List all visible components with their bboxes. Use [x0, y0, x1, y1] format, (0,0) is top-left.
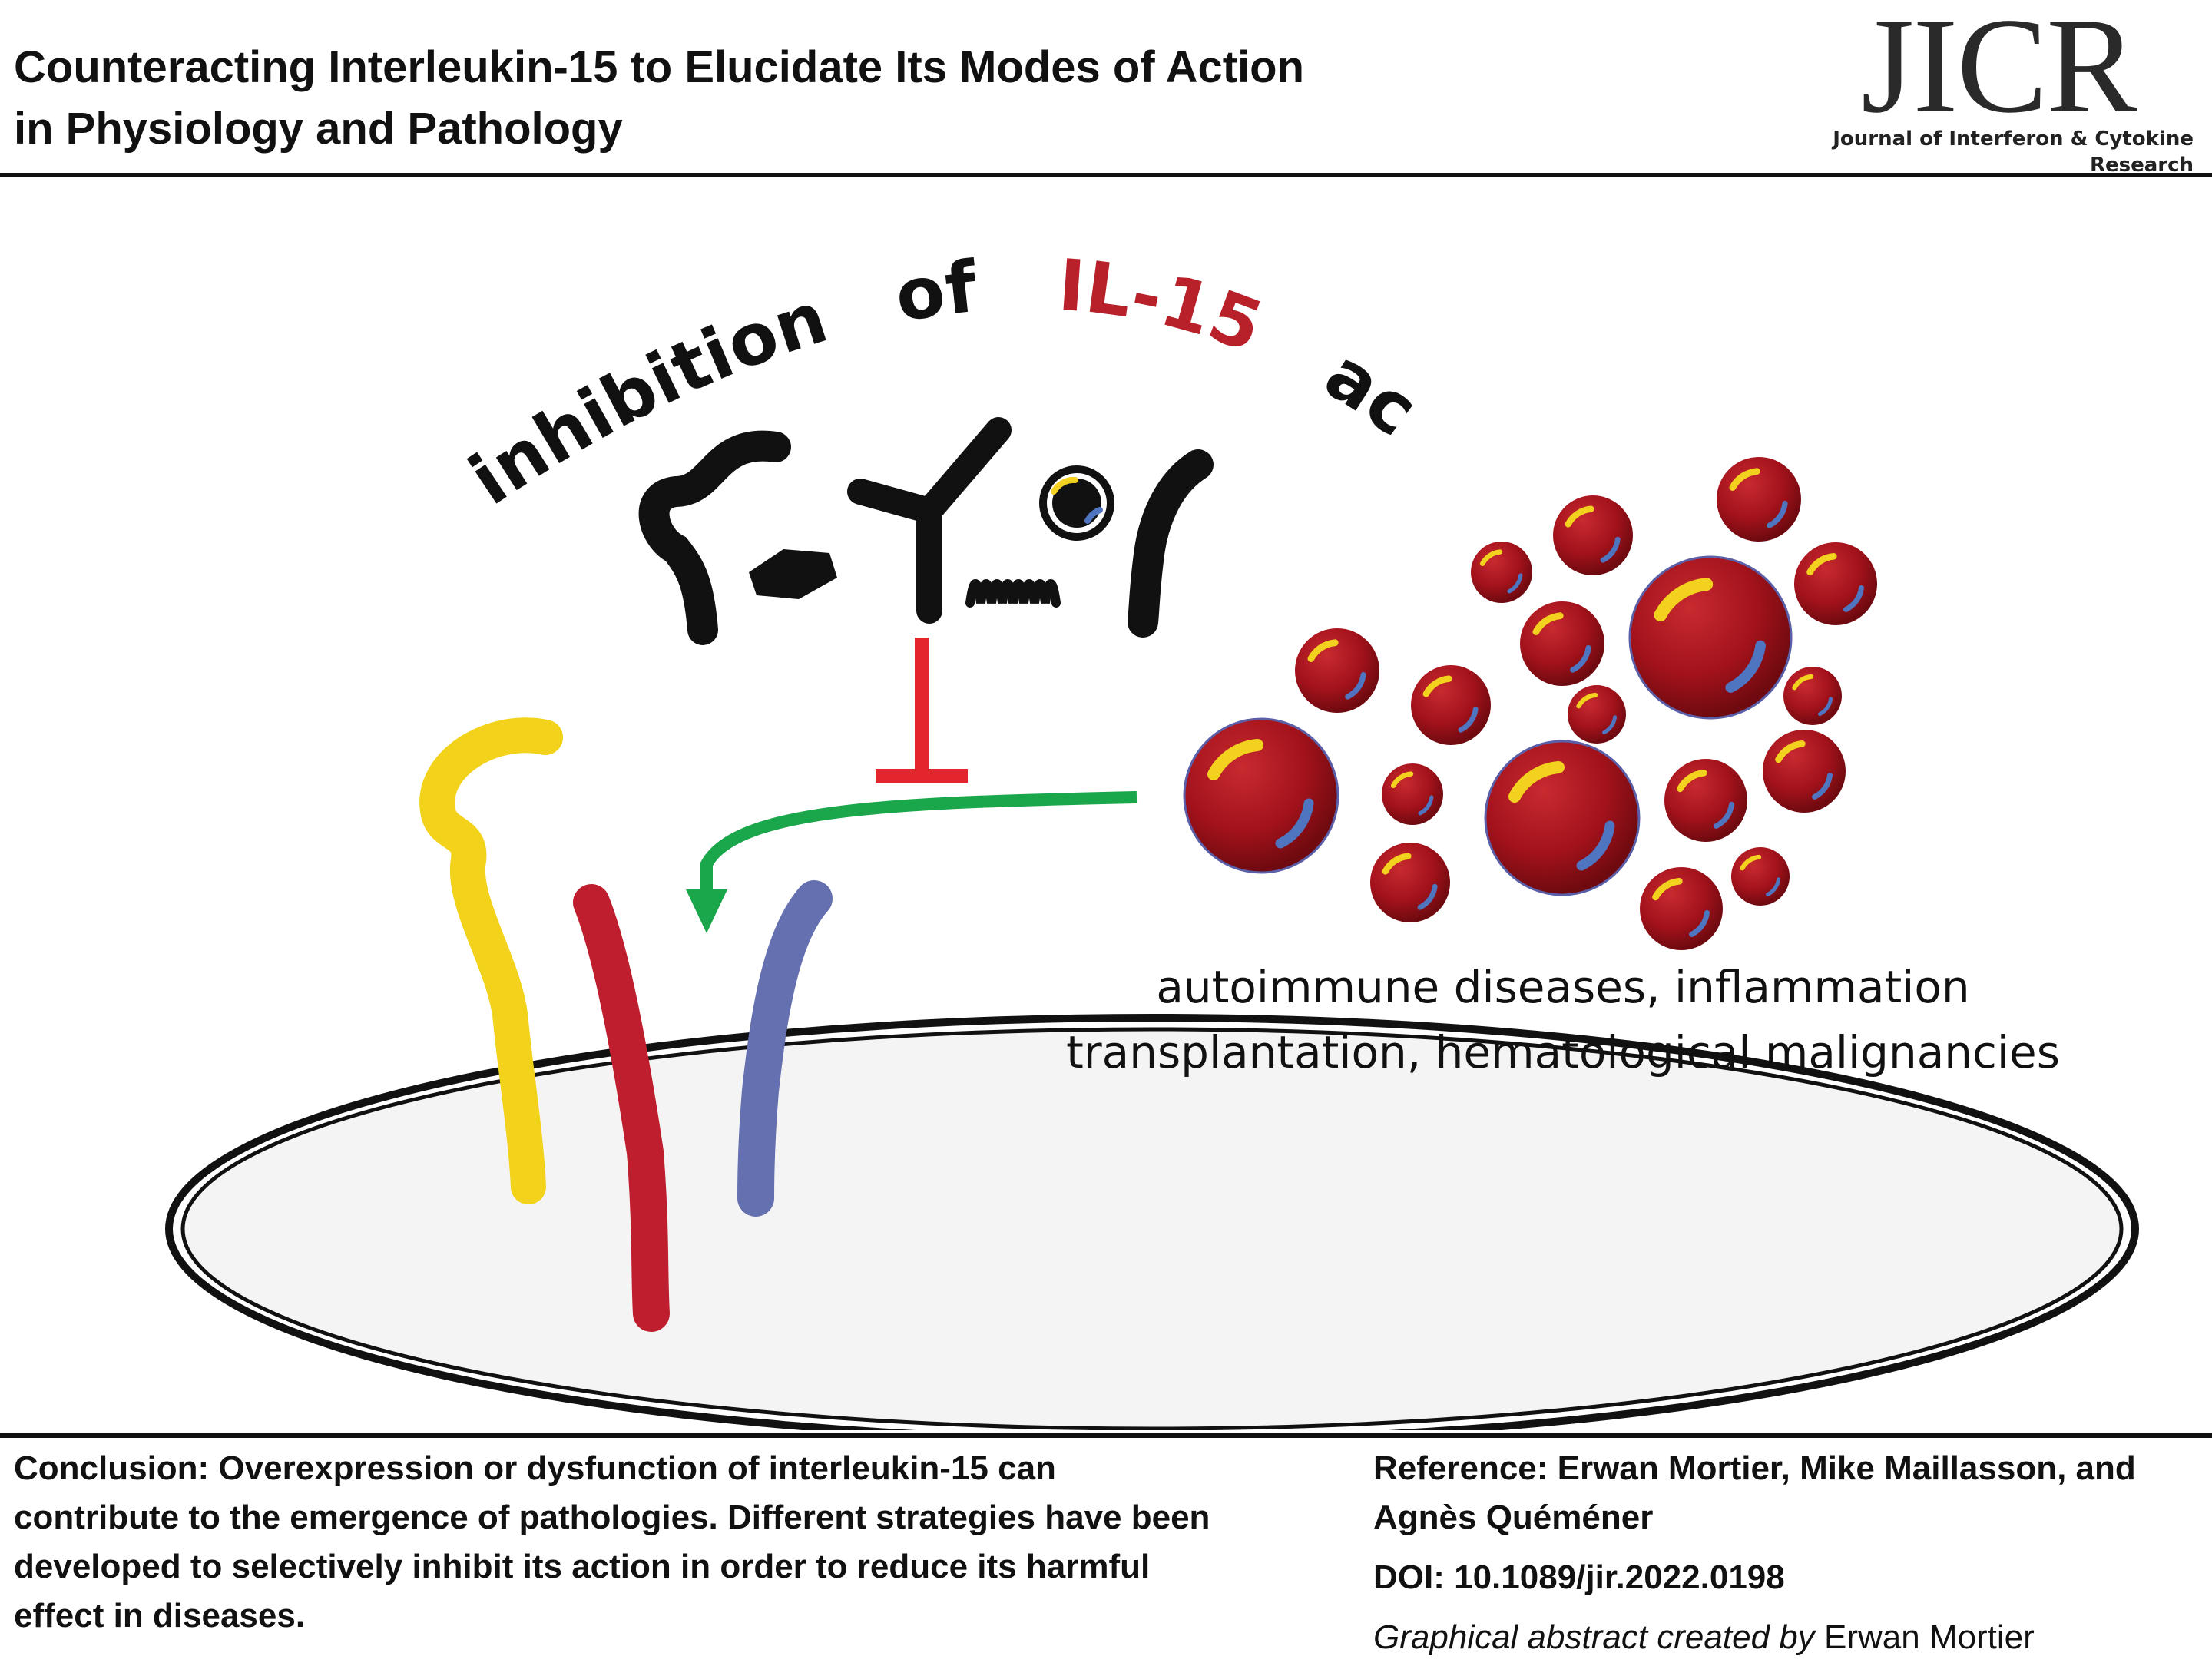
- il15-cluster: [1183, 457, 1877, 950]
- inhibition-symbol: [876, 638, 968, 783]
- arc-word-inhibition: inhibition: [455, 277, 836, 521]
- disease-line-1: autoimmune diseases, inflammation: [1156, 961, 1969, 1013]
- credit: Graphical abstract created by Erwan Mort…: [1373, 1613, 2203, 1662]
- il15-sphere: [1640, 867, 1723, 950]
- il15-sphere: [1794, 542, 1877, 625]
- disease-line-2: transplantation, hematological malignanc…: [1066, 1026, 2060, 1078]
- il15-sphere: [1717, 457, 1801, 542]
- conclusion-text: Conclusion: Overexpression or dysfunctio…: [14, 1449, 1210, 1635]
- title-line-2: in Physiology and Pathology: [14, 104, 623, 154]
- receptor-beta-chain: [573, 884, 670, 1332]
- il15-sphere: [1731, 847, 1790, 906]
- credit-prefix: Graphical abstract created by: [1373, 1618, 1815, 1656]
- il15-sphere: [1664, 759, 1747, 842]
- receptor-alpha-chain: [419, 717, 563, 1204]
- journal-logo: JICR Journal of Interferon & Cytokine Re…: [1733, 0, 2194, 177]
- il15-action-arrow: [700, 791, 1137, 891]
- il15-sphere: [1411, 665, 1491, 745]
- journal-abbreviation: JICR: [1861, 0, 2137, 141]
- doi: DOI: 10.1089/jir.2022.0198: [1373, 1558, 1785, 1596]
- arrow-head: [686, 889, 727, 933]
- il15-sphere: [1783, 667, 1842, 725]
- inhibitor-icons: [638, 417, 1214, 645]
- journal-full-name: Journal of Interferon & Cytokine Researc…: [1833, 128, 2194, 177]
- il15-sphere: [1370, 843, 1450, 922]
- il15-receptor: [419, 717, 833, 1332]
- receptor-gamma-chain: [737, 880, 833, 1217]
- il15-sphere: [1484, 740, 1641, 896]
- il15-sphere: [1520, 601, 1604, 686]
- il15-sphere: [1628, 555, 1793, 720]
- il15-sphere: [1568, 685, 1626, 744]
- il15-sphere: [1763, 730, 1846, 813]
- reference-authors: Reference: Erwan Mortier, Mike Maillasso…: [1373, 1449, 2136, 1536]
- title-line-1: Counteracting Interleukin-15 to Elucidat…: [14, 42, 1305, 92]
- cell-membrane: [165, 1014, 2139, 1430]
- soluble-receptor-icon: [638, 430, 791, 645]
- il15-sphere: [1553, 495, 1633, 575]
- footer-divider: [0, 1433, 2212, 1438]
- spring-peptide-icon: [965, 579, 1061, 608]
- il15-sphere: [1295, 628, 1379, 713]
- arc-word-il15: IL-15: [1056, 244, 1273, 369]
- header-divider: [0, 173, 2212, 177]
- il15-sphere: [1382, 763, 1443, 825]
- arc-word-of: of: [889, 246, 981, 338]
- il15-sphere: [1471, 542, 1532, 603]
- small-molecule-icon: [749, 549, 837, 599]
- il15-diagram: inhibition of IL-15 action auto: [0, 178, 2139, 1430]
- reference-block: Reference: Erwan Mortier, Mike Maillasso…: [1373, 1444, 2203, 1662]
- antibody-icon: [847, 417, 1012, 624]
- il15-sphere: [1183, 717, 1339, 874]
- page-title: Counteracting Interleukin-15 to Elucidat…: [14, 37, 1550, 160]
- aptamer-icon: [1128, 449, 1214, 638]
- credit-name: Erwan Mortier: [1823, 1618, 2035, 1656]
